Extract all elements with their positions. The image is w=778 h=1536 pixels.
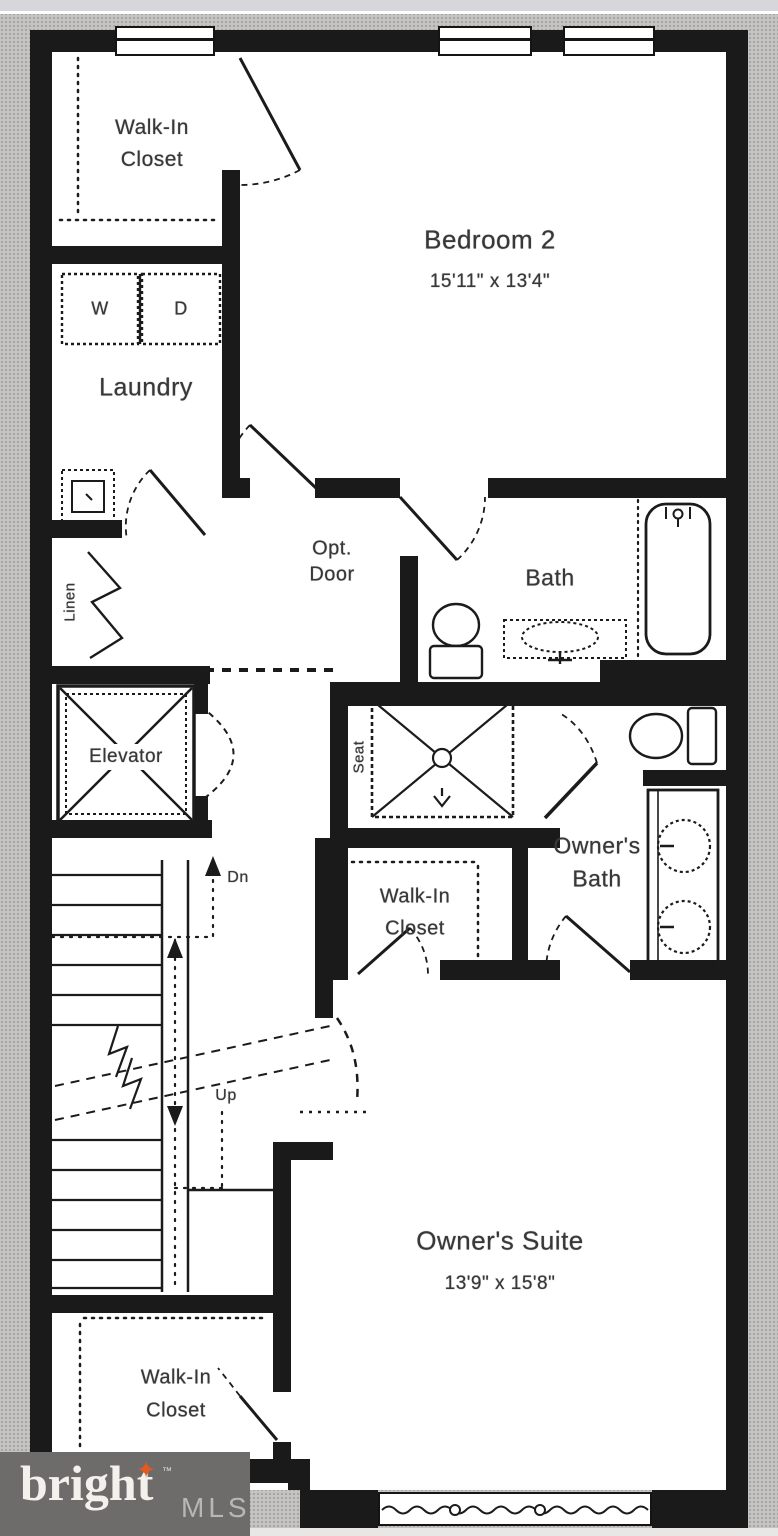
bathtub [636,498,712,658]
elevator-label: Elevator [86,746,166,768]
wall [273,1142,291,1392]
wall [30,1295,290,1313]
bedroom-2-dimensions: 15'11" x 13'4" [429,271,551,292]
star-icon: ✦ [136,1457,157,1484]
laundry-sink [61,469,115,523]
walk-in-closet-middle-label-1: Walk-In [379,885,451,908]
owners-suite-dimensions: 13'9" x 15'8" [444,1273,556,1294]
wall [273,1442,291,1472]
floorplan-floor [52,52,726,1490]
wall [726,52,748,1528]
wall [348,828,560,848]
stair-up-arrow [167,938,183,958]
wall [440,960,560,980]
washer-label: W [91,298,109,319]
stair-dn-arrow [205,856,221,876]
wall [222,170,240,246]
laundry-label: Laundry [99,373,193,402]
walk-in-closet-top-label-1: Walk-In [115,116,189,139]
stairs-up-label: Up [215,1087,237,1104]
walk-in-closet-top-label-2: Closet [120,148,184,171]
wall [512,848,528,978]
owners-toilet [628,706,718,766]
wall [488,478,726,498]
wall [315,838,333,1018]
washer-dryer-boxes [60,272,222,346]
wall [222,478,250,498]
logo-suffix: MLS [181,1492,251,1523]
wall [400,556,418,688]
wall [600,660,726,706]
optional-door-label-1: Opt. [312,537,352,560]
owners-bath-label-1: Owner's [553,832,641,859]
stairs-down-label: Dn [227,869,249,886]
closet-rod-lines [58,56,480,1454]
linen-closet-label: Linen [61,582,79,622]
window [563,26,655,56]
wall [348,682,640,706]
wall [643,770,726,786]
wall [52,246,240,264]
door-symbols [124,57,631,1441]
wall [315,478,400,498]
toilet [428,602,484,680]
logo-wordmark: bright [20,1455,154,1511]
walk-in-closet-middle-label-2: Closet [385,917,445,940]
bath-label: Bath [525,564,575,591]
bifold-door [87,551,124,660]
window-glass-line [381,1504,649,1516]
wall [194,684,208,714]
staircase [50,856,331,1292]
optional-door-label-2: Door [309,563,355,586]
wall [652,1490,748,1528]
bath-vanity-sink [503,619,627,664]
wall [288,1459,310,1490]
double-vanity-sinks [646,788,720,976]
bright-mls-logo: bright ✦ ™ MLS [0,1452,250,1536]
shower-seat-label: Seat [350,740,368,774]
scan-top-edge [0,0,778,14]
walk-in-closet-bottom-label-1: Walk-In [140,1366,212,1389]
stair-down-arrow [167,1106,183,1126]
walk-in-closet-bottom-label-2: Closet [146,1399,206,1422]
wall [300,1490,378,1528]
window [438,26,532,56]
window [115,26,215,56]
wall [30,820,212,838]
bedroom-2-label: Bedroom 2 [424,224,556,255]
wall [30,52,52,1481]
wall [52,520,122,538]
wall [330,682,348,980]
owners-bath-label-2: Bath [572,865,622,892]
dryer-label: D [174,298,188,319]
owners-suite-label: Owner's Suite [416,1225,584,1256]
shower [370,698,515,819]
wall [52,666,210,684]
trademark-symbol: ™ [162,1466,172,1477]
wall [222,264,240,478]
scan-bottom-edge [250,1528,778,1536]
